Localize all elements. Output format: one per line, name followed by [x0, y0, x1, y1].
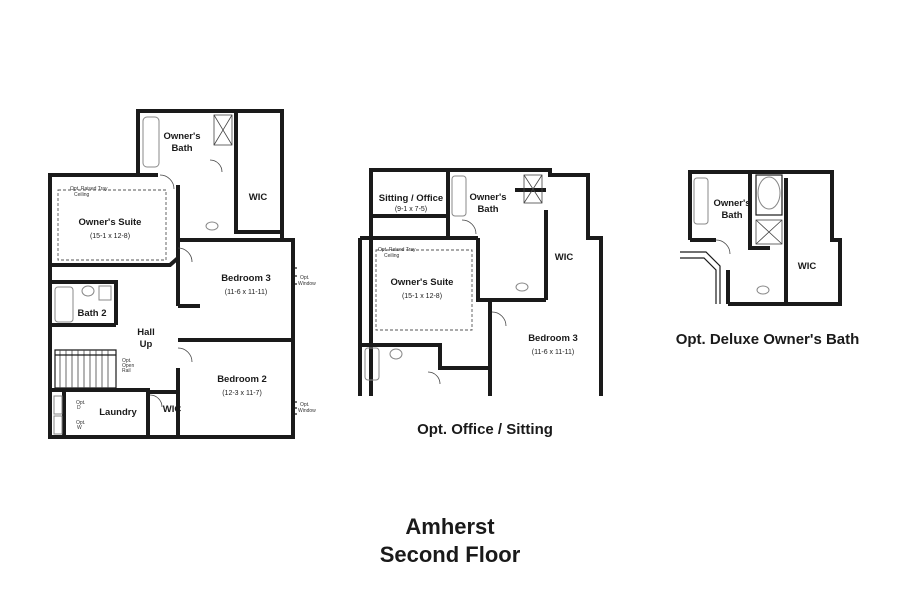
main-bedroom3-label: Bedroom 3 [221, 273, 271, 284]
office-bedroom3-label: Bedroom 3 [528, 333, 578, 344]
office-tray-ceiling [375, 249, 473, 331]
main-owners-bath-label: Owner's [163, 131, 200, 142]
main-up-label: Up [140, 339, 153, 350]
office-bed3-walls [360, 300, 492, 396]
main-tray-note-1: Opt. Raised Tray [70, 186, 108, 192]
main-laundry-note-1: Opt. [76, 400, 85, 406]
main-wic-bed2-label: WIC [163, 404, 182, 415]
office-sitting-label: Sitting / Office [379, 193, 443, 204]
main-window-note-3: Opt. [300, 402, 309, 408]
office-vanity [451, 175, 467, 217]
main-vanity [142, 116, 160, 168]
office-caption: Opt. Office / Sitting [417, 421, 553, 438]
main-window-note-2: Window [298, 281, 316, 287]
main-laundry-note-2: D [77, 405, 81, 411]
bedroom2-walls [148, 368, 180, 437]
bath-hall-walls [50, 280, 118, 327]
office-exterior-walls [369, 168, 603, 396]
owners-tray-ceiling [57, 189, 167, 261]
office-sitting-dim: (9-1 x 7-5) [395, 206, 427, 213]
door-swing [177, 247, 193, 263]
deluxe-interior-walls [690, 172, 788, 304]
deluxe-caption: Opt. Deluxe Owner's Bath [675, 331, 860, 348]
deluxe-owners-bath-label: Owner's [713, 198, 750, 209]
wic-wall-1 [234, 111, 282, 234]
opt-dryer [53, 395, 63, 415]
deluxe-tub-surround [755, 174, 783, 216]
office-tray-note-1: Opt. Raised Tray [378, 247, 416, 253]
main-tray-note-2: Ceiling [74, 192, 90, 198]
main-laundry-label: Laundry [99, 407, 137, 418]
deluxe-wic-label: WIC [798, 261, 817, 272]
bedroom3-walls [176, 240, 293, 342]
main-window-note-4: Window [298, 408, 316, 414]
owners-suite-walls [50, 238, 293, 267]
main-rail-note-3: Rail [122, 368, 131, 374]
main-owners-bath-label-2: Bath [171, 143, 192, 154]
main-bedroom2-dim: (12-3 x 11-7) [222, 390, 262, 397]
office-owners-bath-label: Owner's [469, 192, 506, 203]
office-owners-suite-dim: (15-1 x 12-8) [402, 293, 442, 300]
opt-washer [53, 415, 63, 435]
main-owners-suite-dim: (15-1 x 12-8) [90, 233, 130, 240]
bath2-toilet [81, 285, 95, 297]
office-owners-toilet [515, 282, 529, 292]
office-bath-walls [476, 188, 548, 302]
deluxe-owners-bath-label-2: Bath [721, 210, 742, 221]
main-window-note-1: Opt. [300, 275, 309, 281]
office-door-swing [461, 219, 477, 235]
main-exterior-walls [48, 109, 295, 439]
office-shower [523, 174, 543, 204]
main-rail-note-2: Open [122, 363, 134, 369]
office-bedroom3-dim: (11-6 x 11-11) [532, 349, 574, 356]
deluxe-vanity [693, 177, 709, 225]
bath2-sink [98, 285, 112, 301]
office-tray-note-2: Ceiling [384, 253, 400, 259]
owners-bath-wall [138, 173, 180, 240]
office-tub [364, 347, 380, 381]
office-toilet [389, 348, 403, 360]
office-sitting-plan: Sitting / Office (9-1 x 7-5) Owner's Bat… [358, 168, 603, 396]
main-shower [213, 114, 233, 146]
office-wic-label: WIC [555, 252, 574, 263]
main-laundry-note-4: W [77, 425, 82, 431]
main-bedroom3-dim: (11-6 x 11-11) [225, 289, 267, 296]
office-owners-suite-label: Owner's Suite [391, 277, 454, 288]
main-bath2-label: Bath 2 [77, 308, 106, 319]
main-owners-suite-label: Owner's Suite [79, 217, 142, 228]
main-floor-plan: Owner's Bath WIC Owner's Suite (15-1 x 1… [48, 109, 316, 439]
main-rail-note-1: Opt. [122, 358, 131, 364]
deluxe-shower [755, 219, 783, 245]
office-sitting-wall [371, 170, 450, 218]
main-wic-owner-label: WIC [249, 192, 268, 203]
main-hall-label: Hall [137, 327, 154, 338]
deluxe-exterior-walls [688, 170, 842, 306]
laundry-walls [50, 388, 150, 437]
office-owners-bath-label-2: Bath [477, 204, 498, 215]
owners-toilet [205, 221, 219, 231]
staircase [54, 349, 117, 389]
page-title-line-2: Second Floor [379, 542, 521, 567]
deluxe-bath-plan: Owner's Bath WIC [680, 170, 842, 306]
bath2-tub [54, 286, 74, 323]
main-laundry-note-3: Opt. [76, 420, 85, 426]
office-suite-walls [358, 216, 478, 396]
deluxe-toilet [756, 285, 770, 295]
main-bedroom2-label: Bedroom 2 [217, 374, 267, 385]
page-title-line-1: Amherst [405, 514, 495, 539]
deluxe-partial-wall [680, 251, 721, 304]
deluxe-tub [757, 176, 781, 210]
